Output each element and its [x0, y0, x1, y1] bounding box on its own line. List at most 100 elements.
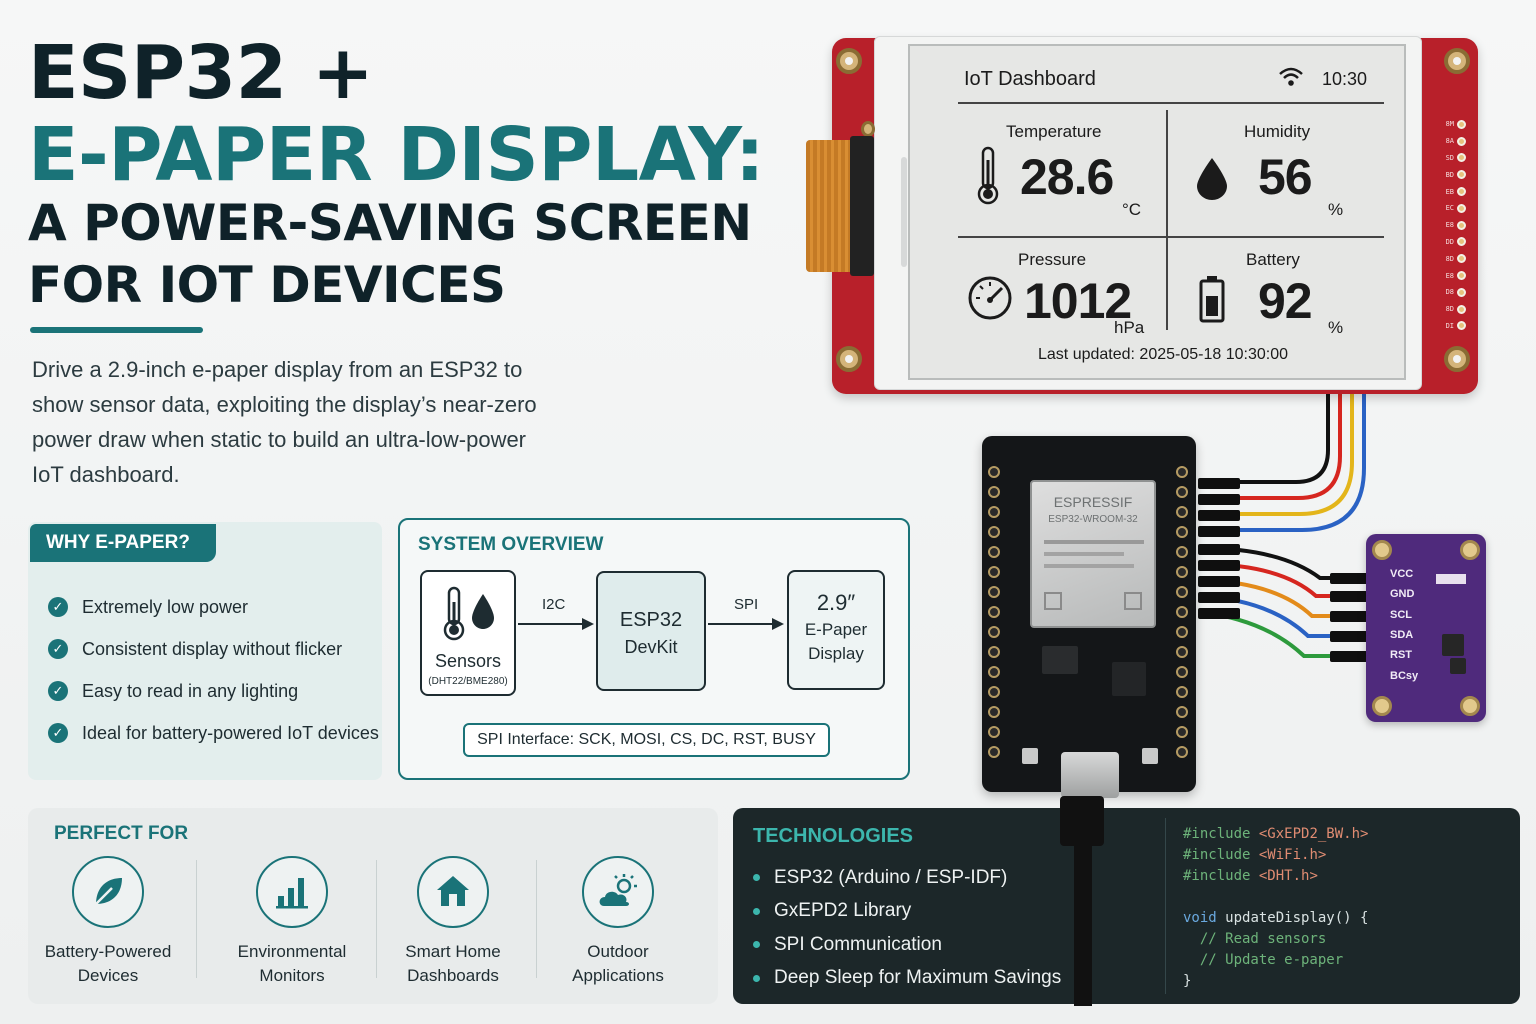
- why-epaper-panel: WHY E-PAPER? ✓Extremely low power ✓Consi…: [28, 522, 382, 780]
- thermometer-icon: [977, 146, 999, 205]
- pin-label: SDA: [1390, 629, 1414, 641]
- battery-value: 92: [1258, 273, 1313, 329]
- technologies-list: ESP32 (Arduino / ESP-IDF) GxEPD2 Library…: [753, 861, 1061, 995]
- list-item: GxEPD2 Library: [753, 895, 1061, 929]
- display-box: 2.9″ E-Paper Display: [787, 570, 885, 690]
- gauge-icon: [968, 276, 1012, 320]
- usb-wire: [1074, 840, 1092, 1006]
- display-type-label: E-Paper: [804, 620, 868, 639]
- arrow-right-icon: [708, 618, 784, 630]
- sun-cloud-icon: [582, 856, 654, 928]
- why-list: ✓Extremely low power ✓Consistent display…: [48, 586, 379, 754]
- humidity-label: Humidity: [1244, 122, 1311, 141]
- title-line-1: ESP32 +: [28, 30, 374, 116]
- humidity-unit: %: [1328, 200, 1344, 219]
- mount-hole: [1444, 346, 1470, 372]
- code-snippet: #include <GxEPD2_BW.h> #include <WiFi.h>…: [1183, 826, 1369, 989]
- divider: [536, 860, 537, 978]
- divider: [1165, 818, 1166, 994]
- arrow-right-icon: [518, 618, 594, 630]
- house-icon: [417, 856, 489, 928]
- sensors-box: Sensors (DHT22/BME280): [420, 570, 516, 696]
- pin-label: RST: [1390, 649, 1412, 661]
- module-model: ESP32-WROOM-32: [1048, 514, 1138, 525]
- i2c-label: I2C: [542, 596, 566, 613]
- mount-hole: [1372, 696, 1392, 716]
- title-line-3: A POWER-SAVING SCREEN: [28, 194, 752, 252]
- sensor-board: VCC GND SCL SDA RST BCsy: [1366, 534, 1486, 722]
- spi-interface-label: SPI Interface: SCK, MOSI, CS, DC, RST, B…: [463, 723, 830, 757]
- battery-icon: [1199, 276, 1225, 323]
- bullet-icon: [753, 941, 760, 949]
- thermometer-drop-icon: [443, 586, 494, 641]
- list-item: ✓Consistent display without flicker: [48, 628, 379, 670]
- temperature-value: 28.6: [1020, 149, 1114, 205]
- mount-hole: [1460, 540, 1480, 560]
- devkit-label: DevKit: [624, 637, 678, 657]
- list-item: ESP32 (Arduino / ESP-IDF): [753, 861, 1061, 895]
- last-updated: Last updated: 2025-05-18 10:30:00: [1038, 346, 1288, 363]
- battery-label: Battery: [1246, 250, 1300, 269]
- mount-hole: [836, 48, 862, 74]
- bullet-icon: [753, 974, 760, 982]
- dashboard-title: IoT Dashboard: [964, 68, 1096, 90]
- esp32-module: ESPRESSIF ESP32-WROOM-32: [1030, 480, 1156, 628]
- mount-hole: [1372, 540, 1392, 560]
- flex-connector: [850, 136, 874, 276]
- bullet-icon: [753, 874, 760, 882]
- pressure-unit: hPa: [1114, 318, 1145, 337]
- title-line-4: FOR IOT DEVICES: [28, 256, 506, 314]
- title-line-2: E-PAPER DISPLAY:: [28, 112, 765, 198]
- display-word-label: Display: [808, 644, 864, 663]
- pin-label: BCsy: [1390, 670, 1419, 682]
- esp32-box: ESP32 DevKit: [596, 571, 706, 691]
- divider: [376, 860, 377, 978]
- why-epaper-tag: WHY E-PAPER?: [30, 524, 216, 562]
- dashboard-time: 10:30: [1322, 69, 1368, 89]
- list-item: ✓Extremely low power: [48, 586, 379, 628]
- mount-hole: [836, 346, 862, 372]
- mount-hole: [1444, 48, 1470, 74]
- usb-port: [1061, 752, 1119, 798]
- wifi-icon: [1279, 67, 1303, 86]
- pin-label: VCC: [1390, 568, 1414, 580]
- check-icon: ✓: [48, 639, 68, 659]
- mount-hole: [1460, 696, 1480, 716]
- list-item: ✓Ideal for battery-powered IoT devices: [48, 712, 379, 754]
- module-brand: ESPRESSIF: [1053, 494, 1133, 510]
- list-item: ✓Easy to read in any lighting: [48, 670, 379, 712]
- temperature-label: Temperature: [1006, 122, 1102, 141]
- pin-header: [1176, 466, 1190, 766]
- temperature-unit: °C: [1122, 200, 1142, 219]
- system-overview-panel: SYSTEM OVERVIEW Sensors (DHT22/BME280) I…: [398, 518, 910, 780]
- perfect-for-title: PERFECT FOR: [54, 823, 189, 844]
- pin-label: GND: [1390, 588, 1415, 600]
- water-drop-icon: [1197, 158, 1227, 200]
- system-overview-title: SYSTEM OVERVIEW: [418, 534, 604, 555]
- technologies-panel: TECHNOLOGIES ESP32 (Arduino / ESP-IDF) G…: [733, 808, 1520, 1004]
- divider: [196, 860, 197, 978]
- battery-unit: %: [1328, 318, 1344, 337]
- pressure-value: 1012: [1024, 273, 1132, 329]
- usb-cable: [1060, 796, 1104, 846]
- list-item: SPI Communication: [753, 928, 1061, 962]
- title-underline: [30, 327, 203, 333]
- bullet-icon: [753, 907, 760, 915]
- check-icon: ✓: [48, 681, 68, 701]
- humidity-value: 56: [1258, 149, 1313, 205]
- sensors-label: Sensors: [434, 651, 502, 671]
- esp32-label: ESP32: [619, 609, 683, 631]
- pressure-label: Pressure: [1018, 250, 1087, 269]
- bar-chart-icon: [256, 856, 328, 928]
- spi-label: SPI: [734, 596, 759, 613]
- leaf-icon: [72, 856, 144, 928]
- intro-text: Drive a 2.9-inch e-paper display from an…: [32, 357, 537, 487]
- pin-label: SCL: [1390, 609, 1412, 621]
- display-size-label: 2.9″: [816, 590, 856, 615]
